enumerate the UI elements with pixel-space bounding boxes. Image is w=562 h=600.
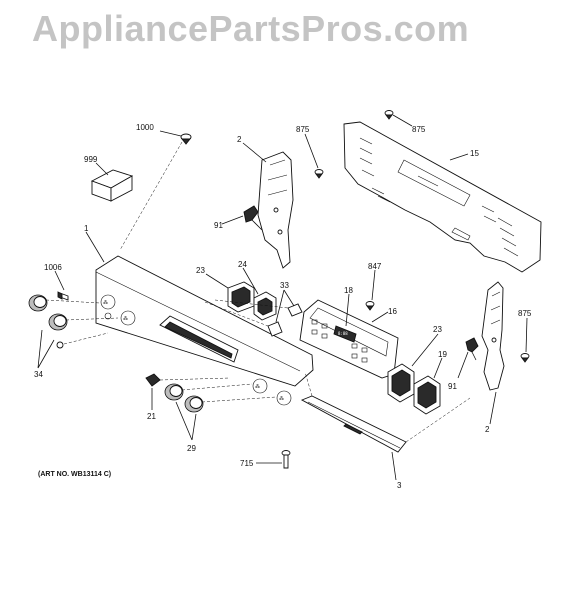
svg-text:⁂: ⁂ <box>103 300 108 306</box>
label-875-b: 875 <box>412 125 426 134</box>
part-29-knob-b[interactable] <box>184 395 204 413</box>
svg-text:⁂: ⁂ <box>279 396 284 402</box>
label-24: 24 <box>238 260 247 269</box>
part-847-screw[interactable] <box>365 301 375 311</box>
part-91-clip-bottom[interactable] <box>465 337 479 361</box>
part-21-clip[interactable] <box>145 373 161 387</box>
label-847: 847 <box>368 262 382 271</box>
label-23-a: 23 <box>196 266 205 275</box>
label-1000: 1000 <box>136 123 154 132</box>
svg-text:8:88: 8:88 <box>338 331 348 336</box>
part-18-display[interactable]: 8:88 <box>333 325 357 343</box>
part-875-screw-c[interactable] <box>520 353 530 363</box>
part-2-endcap-bottom[interactable] <box>481 281 505 391</box>
part-875-screw-b[interactable] <box>384 110 394 120</box>
label-1006: 1006 <box>44 263 62 272</box>
part-1006-screw[interactable] <box>57 291 69 301</box>
part-715-screw[interactable] <box>281 450 291 469</box>
part-999-package[interactable] <box>90 169 134 202</box>
label-875-c: 875 <box>518 309 532 318</box>
part-34-knob-b[interactable] <box>48 313 68 331</box>
part-34-knob-a[interactable] <box>28 294 48 312</box>
label-29: 29 <box>187 444 196 453</box>
part-19-switch[interactable] <box>413 375 441 415</box>
part-2-endcap-top[interactable] <box>257 151 294 269</box>
label-875-a: 875 <box>296 125 310 134</box>
part-23-switch-a[interactable] <box>227 281 255 313</box>
label-2-top: 2 <box>237 135 242 144</box>
label-2-bottom: 2 <box>485 425 490 434</box>
art-number: (ART NO. WB13114 C) <box>38 471 111 478</box>
part-34-knob-c[interactable] <box>56 341 64 349</box>
part-875-screw-a[interactable] <box>314 169 324 179</box>
part-23-switch-b[interactable] <box>387 363 415 403</box>
watermark: AppliancePartsPros.com <box>32 8 470 49</box>
label-15: 15 <box>470 149 479 158</box>
part-29-knob-a[interactable] <box>164 383 184 401</box>
label-23-b: 23 <box>433 325 442 334</box>
part-24-switch[interactable] <box>253 291 277 321</box>
label-3: 3 <box>397 481 402 490</box>
part-91-clip-top[interactable] <box>243 205 263 231</box>
label-715: 715 <box>240 459 254 468</box>
label-18: 18 <box>344 286 353 295</box>
label-19: 19 <box>438 350 447 359</box>
part-1000-screw[interactable] <box>180 133 192 145</box>
part-1-control-panel[interactable]: ⁂ ⁂ ⁂ ⁂ <box>95 255 314 406</box>
label-16: 16 <box>388 307 397 316</box>
part-33-clip-b[interactable] <box>267 321 283 337</box>
label-91-top: 91 <box>214 221 223 230</box>
part-33-clip-a[interactable] <box>287 303 303 317</box>
part-15-back-panel[interactable] <box>343 121 542 273</box>
label-999: 999 <box>84 155 98 164</box>
svg-text:⁂: ⁂ <box>123 316 128 322</box>
label-21: 21 <box>147 412 156 421</box>
label-1: 1 <box>84 224 89 233</box>
label-91-bottom: 91 <box>448 382 457 391</box>
label-33: 33 <box>280 281 289 290</box>
part-3-trim-strip[interactable] <box>300 395 407 453</box>
svg-text:⁂: ⁂ <box>255 384 260 390</box>
label-34: 34 <box>34 370 43 379</box>
